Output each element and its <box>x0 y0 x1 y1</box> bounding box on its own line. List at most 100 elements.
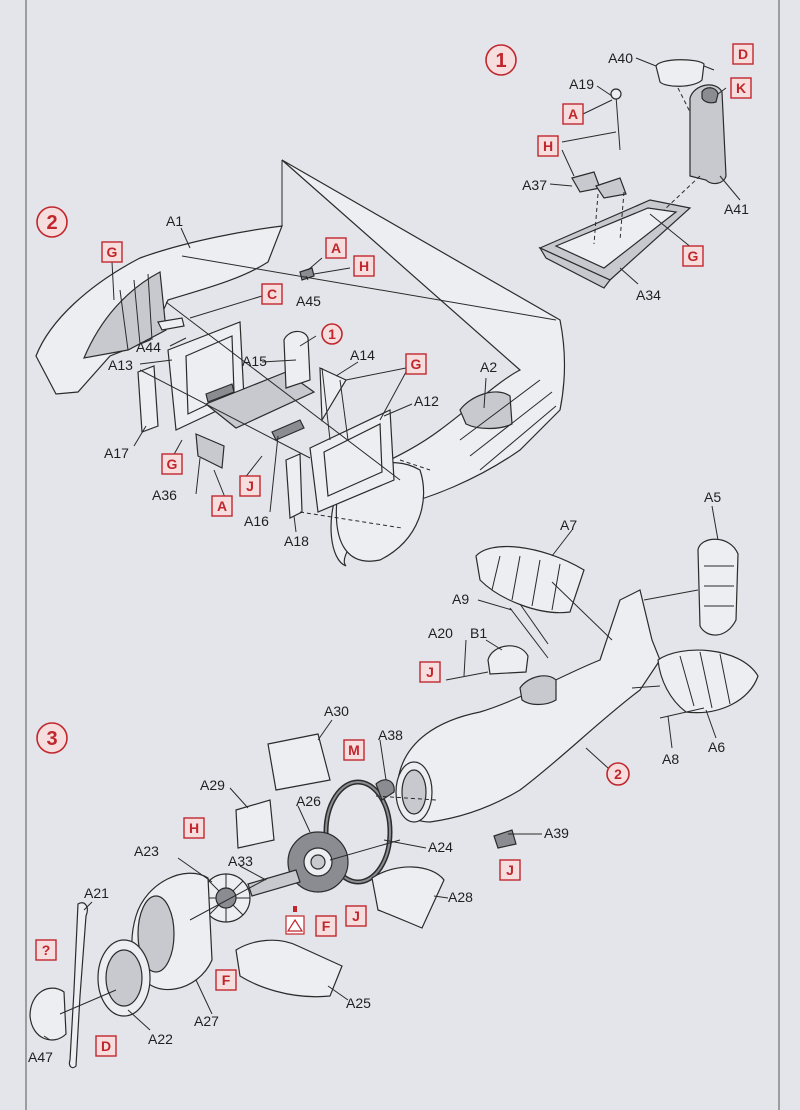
color-code-k-step1: K <box>730 77 752 99</box>
part-b1-canopy <box>487 645 529 675</box>
label-a40: A40 <box>608 50 633 66</box>
svg-text:2: 2 <box>614 766 622 782</box>
part-a15-console <box>205 383 235 403</box>
label-a18: A18 <box>284 533 309 549</box>
step-1-number: 1 <box>495 50 506 72</box>
part-a33-shaft <box>247 869 301 897</box>
color-code-h-a23: H <box>183 817 205 839</box>
label-a41: A41 <box>724 201 749 217</box>
label-a28: A28 <box>448 889 473 905</box>
svg-text:G: G <box>411 356 422 372</box>
part-a38-part <box>375 779 395 801</box>
step-1-assembly: 1 A40 A19 A37 A41 <box>485 43 754 303</box>
step-3-assembly: 3 <box>28 489 759 1069</box>
label-a25: A25 <box>346 995 371 1011</box>
label-a2: A2 <box>480 359 497 375</box>
label-a36: A36 <box>152 487 177 503</box>
svg-text:A: A <box>331 240 341 256</box>
label-a20: A20 <box>428 625 453 641</box>
ref-step-1-marker: 1 <box>321 323 343 345</box>
label-a33: A33 <box>228 853 253 869</box>
part-a41-seat-back <box>689 84 727 185</box>
svg-text:1: 1 <box>328 326 336 342</box>
part-a28-panel <box>371 866 445 929</box>
part-a16-console <box>271 419 305 441</box>
ref-step-2-marker: 2 <box>606 762 630 786</box>
svg-text:A: A <box>217 498 227 514</box>
part-a17-bulkhead <box>137 365 159 433</box>
color-code-g-frames: G <box>405 353 427 375</box>
part-a30-panel <box>267 733 331 791</box>
color-code-m-a38: M <box>343 739 365 761</box>
color-code-a-step2-panel: A <box>211 495 233 517</box>
part-a47-spinner <box>29 987 67 1041</box>
label-a23: A23 <box>134 843 159 859</box>
color-code-unknown: ? <box>35 939 57 961</box>
svg-text:A: A <box>568 106 578 122</box>
label-a37: A37 <box>522 177 547 193</box>
svg-text:H: H <box>189 820 199 836</box>
color-code-j-a20: J <box>419 661 441 683</box>
part-a41-headrest <box>701 87 719 104</box>
assembled-fuselage <box>397 589 661 823</box>
step-1-marker: 1 <box>485 44 517 76</box>
label-a29: A29 <box>200 777 225 793</box>
part-a21-propeller <box>68 902 88 1069</box>
svg-text:J: J <box>506 862 514 878</box>
svg-text:J: J <box>246 478 254 494</box>
label-a8: A8 <box>662 751 679 767</box>
label-a27: A27 <box>194 1013 219 1029</box>
svg-text:F: F <box>222 972 231 988</box>
svg-text:G: G <box>167 456 178 472</box>
part-a2-right-fuselage <box>281 159 566 567</box>
color-code-d-step1: D <box>732 43 754 65</box>
part-a7-stabilizer <box>475 545 585 614</box>
color-code-g-fuselage: G <box>101 241 123 263</box>
svg-text:C: C <box>267 286 277 302</box>
color-code-c-step2: C <box>261 283 283 305</box>
label-a47: A47 <box>28 1049 53 1065</box>
svg-text:H: H <box>359 258 369 274</box>
part-a36-panel <box>195 433 225 469</box>
part-a40-cushion <box>655 59 705 87</box>
part-a5-rudder <box>697 538 739 636</box>
part-seat-assembly <box>283 330 311 389</box>
svg-text:D: D <box>101 1038 111 1054</box>
part-a44-part <box>157 317 185 331</box>
label-a44: A44 <box>136 339 161 355</box>
label-a5: A5 <box>704 489 721 505</box>
color-code-a-step1: A <box>562 103 584 125</box>
label-a45: A45 <box>296 293 321 309</box>
part-a19-rod <box>615 95 621 151</box>
caution-icon <box>285 906 305 935</box>
label-a6: A6 <box>708 739 725 755</box>
color-code-j-a39: J <box>499 859 521 881</box>
label-a38: A38 <box>378 727 403 743</box>
color-code-g-step1: G <box>682 245 704 267</box>
svg-text:M: M <box>348 742 360 758</box>
svg-text:F: F <box>322 918 331 934</box>
label-a1: A1 <box>166 213 183 229</box>
part-a22-plate <box>97 939 151 1017</box>
label-a30: A30 <box>324 703 349 719</box>
color-code-g-bulkhead: G <box>161 453 183 475</box>
label-a9: A9 <box>452 591 469 607</box>
svg-text:?: ? <box>42 942 51 958</box>
step-2-assembly: 2 <box>35 159 566 567</box>
color-code-h-step1: H <box>537 135 559 157</box>
label-a39: A39 <box>544 825 569 841</box>
label-a17: A17 <box>104 445 129 461</box>
color-code-h-step2: H <box>353 255 375 277</box>
color-code-f-a23: F <box>215 969 237 991</box>
label-a24: A24 <box>428 839 453 855</box>
part-a29-panel <box>235 799 275 849</box>
part-a20-part <box>445 671 489 681</box>
label-a7: A7 <box>560 517 577 533</box>
part-a26-engine <box>287 831 349 893</box>
color-code-d-a47: D <box>95 1035 117 1057</box>
svg-text:K: K <box>736 80 746 96</box>
step-2-number: 2 <box>46 212 57 234</box>
color-code-f-engine: F <box>315 915 337 937</box>
part-a9-strut <box>509 607 549 659</box>
label-a15: A15 <box>242 353 267 369</box>
